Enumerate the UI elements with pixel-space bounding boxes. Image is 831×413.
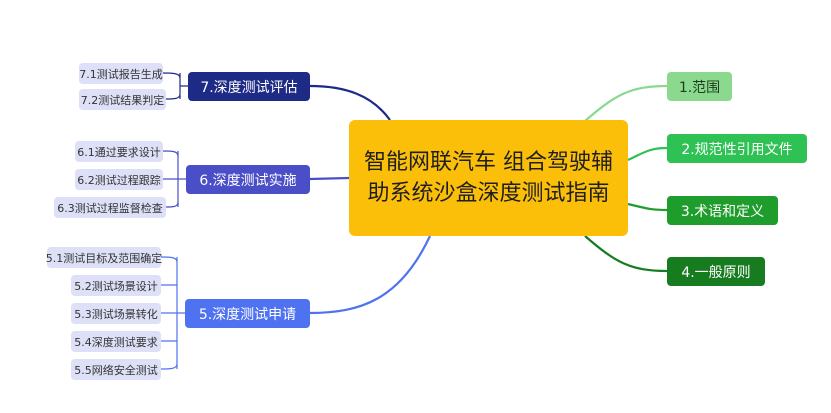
leaf-7-2[interactable]: 7.2测试结果判定 xyxy=(79,89,166,110)
leaf-5-3[interactable]: 5.3测试场景转化 xyxy=(71,303,161,324)
leaf-6-2[interactable]: 6.2测试过程跟踪 xyxy=(75,169,163,190)
central-topic[interactable]: 智能网联汽车 组合驾驶辅助系统沙盒深度测试指南 xyxy=(349,120,628,236)
leaf-5-4[interactable]: 5.4深度测试要求 xyxy=(71,331,161,352)
leaf-5-1[interactable]: 5.1测试目标及范围确定 xyxy=(46,247,162,268)
leaf-7-1[interactable]: 7.1测试报告生成 xyxy=(79,63,163,84)
branch-6-deep-test-implementation[interactable]: 6.深度测试实施 xyxy=(186,165,310,194)
leaf-6-3[interactable]: 6.3测试过程监督检查 xyxy=(54,197,166,218)
branch-3-terms-definitions[interactable]: 3.术语和定义 xyxy=(667,196,778,225)
connector-branch-2 xyxy=(627,146,668,161)
branch-2-normative-references[interactable]: 2.规范性引用文件 xyxy=(667,134,807,163)
branch-7-deep-test-evaluation[interactable]: 7.深度测试评估 xyxy=(188,72,310,101)
leaf-6-1[interactable]: 6.1通过要求设计 xyxy=(75,141,163,162)
branch-4-general-principles[interactable]: 4.一般原则 xyxy=(667,257,765,286)
connector-branch-4 xyxy=(584,235,668,273)
leaf-5-5[interactable]: 5.5网络安全测试 xyxy=(71,359,161,380)
branch-1-scope[interactable]: 1.范围 xyxy=(667,72,732,101)
connector-branch-3 xyxy=(627,202,668,212)
bracket-branch-6 xyxy=(162,150,186,208)
connector-branch-7 xyxy=(309,84,391,121)
connector-branch-5 xyxy=(309,235,431,315)
leaf-5-2[interactable]: 5.2测试场景设计 xyxy=(71,275,161,296)
bracket-branch-5 xyxy=(160,256,185,370)
bracket-branch-7 xyxy=(162,72,188,100)
branch-5-deep-test-application[interactable]: 5.深度测试申请 xyxy=(185,299,310,328)
connector-branch-6 xyxy=(309,176,350,181)
connector-branch-1 xyxy=(584,84,668,122)
